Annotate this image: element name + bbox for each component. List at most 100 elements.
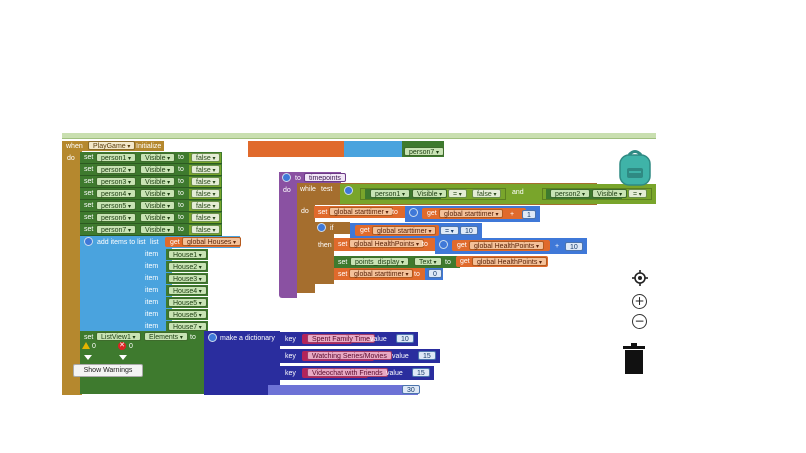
mutator-gear-icon[interactable]	[84, 237, 93, 246]
cond-right-component[interactable]: person2	[550, 189, 590, 198]
set-listview-block[interactable]	[80, 331, 204, 394]
component-dropdown[interactable]: person3	[96, 177, 136, 186]
property-dropdown[interactable]: Visible	[140, 165, 176, 174]
if-var-dropdown[interactable]: global starttimer	[372, 226, 437, 235]
dict-key-text[interactable]: Videochat with Friends	[307, 368, 388, 377]
property-dropdown[interactable]: Visible	[140, 153, 176, 162]
house-dropdown[interactable]: House4	[168, 286, 207, 295]
procedure-timepoints-block[interactable]	[279, 172, 297, 298]
hp-add-num[interactable]: 10	[565, 242, 583, 251]
error-prev-arrow-icon[interactable]	[119, 355, 127, 360]
component-dropdown[interactable]: person5	[96, 201, 136, 210]
component-dropdown[interactable]: person1	[96, 153, 136, 162]
recenter-icon[interactable]	[632, 270, 648, 286]
dict-value[interactable]: 15	[418, 351, 436, 360]
event-name: Initialize	[136, 143, 162, 150]
set2-var-dropdown[interactable]: global HealthPoints	[349, 239, 425, 248]
cond-left-op[interactable]: =	[448, 189, 467, 198]
listview-component-dropdown[interactable]: ListView1	[96, 332, 141, 341]
component-dropdown[interactable]: person4	[96, 189, 136, 198]
dict-value[interactable]: 15	[412, 368, 430, 377]
property-dropdown[interactable]: Visible	[140, 213, 176, 222]
cond-right-prop[interactable]: Visible	[592, 189, 628, 198]
fragment-blue-block[interactable]	[344, 141, 402, 157]
property-dropdown[interactable]: Visible	[140, 177, 176, 186]
set3-component-dropdown[interactable]: points_display	[350, 257, 410, 266]
property-dropdown[interactable]: Visible	[140, 189, 176, 198]
component-dropdown-playgame[interactable]: PlayGame	[88, 141, 136, 150]
hp-get-var-dropdown[interactable]: global HealthPoints	[469, 241, 545, 250]
dict-value[interactable]: 10	[396, 334, 414, 343]
if-then-block[interactable]	[314, 222, 334, 284]
global-houses-dropdown[interactable]: global Houses	[182, 237, 242, 246]
set1-to-label: to	[392, 209, 398, 216]
dictionary-gear-icon[interactable]	[208, 333, 217, 342]
key-label: key	[285, 353, 296, 360]
add-gear-icon[interactable]	[409, 208, 418, 217]
component-dropdown[interactable]: person7	[96, 225, 136, 234]
set1-label: set	[318, 209, 328, 216]
fragment-component-dropdown[interactable]: person7	[404, 147, 444, 156]
and-label: and	[512, 189, 524, 196]
house-dropdown[interactable]: House7	[168, 322, 207, 331]
house-dropdown[interactable]: House6	[168, 310, 207, 319]
dict-key-text[interactable]: Watching Series/Movies	[307, 351, 392, 360]
cond-right-op[interactable]: =	[628, 189, 647, 198]
make-dictionary-block[interactable]	[204, 331, 280, 395]
boolean-dropdown[interactable]: false	[191, 153, 221, 162]
dictionary-partial-pair[interactable]	[268, 385, 418, 395]
blocks-workspace[interactable]: person7 when PlayGame Initialize do setp…	[62, 133, 656, 395]
property-dropdown[interactable]: Visible	[140, 225, 176, 234]
if-op-dropdown[interactable]: =	[440, 226, 459, 235]
set3-get-var-dropdown[interactable]: global HealthPoints	[472, 257, 548, 266]
workspace-top-border-line	[62, 138, 656, 139]
cond-left-value[interactable]: false	[472, 189, 502, 198]
zero-num[interactable]: 0	[428, 269, 442, 278]
get1-var-dropdown[interactable]: global starttimer	[439, 209, 504, 218]
event-when-initialize[interactable]	[62, 141, 82, 395]
component-dropdown[interactable]: person6	[96, 213, 136, 222]
while-test-block[interactable]	[297, 183, 315, 293]
boolean-dropdown[interactable]: false	[191, 213, 221, 222]
house-dropdown[interactable]: House5	[168, 298, 207, 307]
zoom-in-icon[interactable]: +	[632, 294, 647, 309]
to-label: to	[190, 334, 196, 341]
boolean-dropdown[interactable]: false	[191, 177, 221, 186]
and-gear-icon[interactable]	[344, 186, 353, 195]
boolean-dropdown[interactable]: false	[191, 165, 221, 174]
if-num[interactable]: 10	[460, 226, 478, 235]
boolean-dropdown[interactable]: false	[191, 225, 221, 234]
partial-value[interactable]: 30	[402, 385, 420, 394]
error-x-icon[interactable]: ✕	[118, 342, 126, 350]
set-label: set	[84, 202, 94, 209]
set3-prop-dropdown[interactable]: Text	[414, 257, 442, 266]
warning-triangle-icon[interactable]	[82, 342, 90, 349]
backpack-icon[interactable]	[617, 148, 653, 186]
warning-prev-arrow-icon[interactable]	[84, 355, 92, 360]
add-items-to-list-block[interactable]	[80, 236, 172, 333]
add-num[interactable]: 1	[522, 210, 536, 219]
house-dropdown[interactable]: House3	[168, 274, 207, 283]
procedure-name-field[interactable]: timepoints	[304, 173, 346, 182]
show-warnings-button[interactable]: Show Warnings	[73, 364, 143, 377]
item-label: item	[145, 311, 159, 318]
listview-prop-dropdown[interactable]: Elements	[144, 332, 188, 341]
component-dropdown[interactable]: person2	[96, 165, 136, 174]
boolean-dropdown[interactable]: false	[191, 189, 221, 198]
fragment-orange-block[interactable]	[248, 141, 344, 157]
procedure-gear-icon[interactable]	[282, 173, 291, 182]
set1-var-dropdown[interactable]: global starttimer	[329, 207, 394, 216]
error-count: 0	[129, 343, 133, 350]
property-dropdown[interactable]: Visible	[140, 201, 176, 210]
cond-left-prop[interactable]: Visible	[412, 189, 448, 198]
dict-key-text[interactable]: Spent Family Time	[307, 334, 375, 343]
house-dropdown[interactable]: House2	[168, 262, 207, 271]
trash-icon[interactable]	[623, 343, 645, 375]
boolean-dropdown[interactable]: false	[191, 201, 221, 210]
add-hp-gear-icon[interactable]	[439, 240, 448, 249]
house-dropdown[interactable]: House1	[168, 250, 207, 259]
if-gear-icon[interactable]	[317, 223, 326, 232]
set4-var-dropdown[interactable]: global starttimer	[349, 269, 414, 278]
zoom-out-icon[interactable]: −	[632, 314, 647, 329]
cond-left-component[interactable]: person1	[370, 189, 410, 198]
